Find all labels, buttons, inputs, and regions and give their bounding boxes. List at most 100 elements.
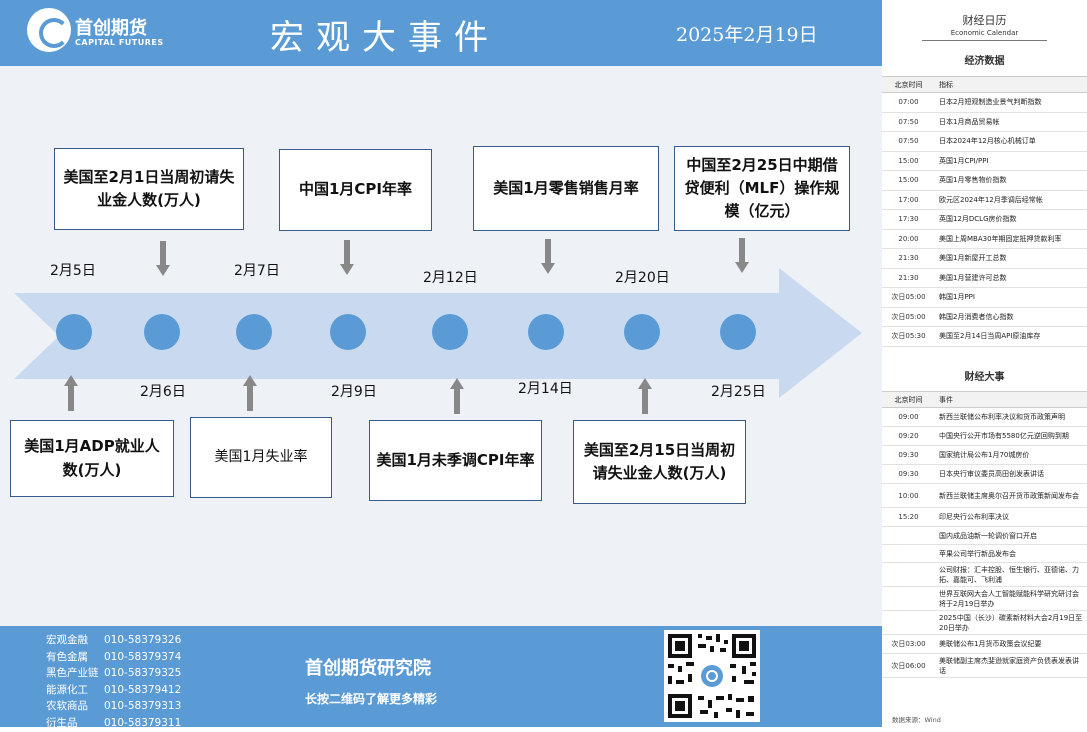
date-label: 2月20日 (615, 270, 670, 286)
page-title: 宏观大事件 (270, 18, 500, 58)
row-time (882, 526, 935, 545)
row-time: 09:00 (882, 407, 935, 427)
row-time (882, 586, 935, 611)
date-label: 2月12日 (423, 270, 478, 286)
col-header: 北京时间 (882, 76, 935, 93)
timeline-dot (56, 314, 92, 350)
qr-code-icon[interactable] (664, 630, 760, 722)
logo-subtext: CAPITAL FUTURES (75, 38, 164, 47)
event-card: 美国1月零售销售月率 (473, 146, 659, 231)
table-row: 国内成品油新一轮调价窗口开启 (882, 526, 1087, 545)
row-time: 15:20 (882, 507, 935, 527)
timeline-dot (144, 314, 180, 350)
section-title-data: 经济数据 (964, 56, 1005, 67)
header-bar: 首创期货 CAPITAL FUTURES 宏观大事件 2025年2月19日 (0, 0, 882, 66)
row-text: 印尼央行公布利率决议 (935, 507, 1087, 527)
date-label: 2月7日 (234, 263, 280, 279)
row-text: 新西兰联储公布利率决议和货币政策声明 (935, 407, 1087, 427)
row-time (882, 610, 935, 635)
arrow-down-icon (541, 239, 555, 274)
timeline-dot (330, 314, 366, 350)
table-row: 苹果公司举行新品发布会 (882, 544, 1087, 563)
row-time: 15:00 (882, 170, 935, 191)
main-panel: 首创期货 CAPITAL FUTURES 宏观大事件 2025年2月19日 2月… (0, 0, 882, 729)
arrow-up-icon (243, 375, 257, 411)
event-card: 美国1月失业率 (190, 417, 332, 498)
row-time (882, 562, 935, 587)
arrow-up-icon (638, 378, 652, 414)
row-text: 欧元区2024年12月季调后经常帐 (935, 190, 1087, 210)
row-time: 07:50 (882, 112, 935, 132)
row-text: 世界互联网大会人工智能赋能科学研究研讨会将于2月19日举办 (935, 586, 1087, 611)
row-text: 美国1月营建许可总数 (935, 268, 1087, 288)
row-time: 09:30 (882, 445, 935, 465)
row-time: 次日05:30 (882, 326, 935, 347)
row-text: 国家统计局公布1月70城房价 (935, 445, 1087, 465)
row-text: 美国至2月14日当周API原油库存 (935, 326, 1087, 347)
row-text: 英国1月零售物价指数 (935, 170, 1087, 191)
row-text: 2025中国（长沙）碳素新材料大会2月19日至20日举办 (935, 610, 1087, 635)
row-text: 英国1月CPI/PPI (935, 151, 1087, 171)
row-time: 次日03:00 (882, 634, 935, 654)
event-card: 中国至2月25日中期借贷便利（MLF）操作规模（亿元） (674, 146, 850, 231)
row-time: 17:30 (882, 209, 935, 230)
row-time: 07:50 (882, 131, 935, 152)
row-text: 韩国2月消费者信心指数 (935, 307, 1087, 327)
date-label: 2月14日 (518, 381, 573, 397)
arrow-up-icon (450, 378, 464, 414)
table-row: 2025中国（长沙）碳素新材料大会2月19日至20日举办 (882, 610, 1087, 635)
date-label: 2月25日 (711, 384, 766, 400)
table-row: 公司财报：汇丰控股、恒生银行、亚德诺、力拓、嘉能可、飞利浦 (882, 562, 1087, 587)
col-header: 事件 (935, 391, 1087, 408)
row-text: 美联储公布1月货币政策会议纪要 (935, 634, 1087, 654)
report-date: 2025年2月19日 (676, 24, 818, 46)
table-row: 世界互联网大会人工智能赋能科学研究研讨会将于2月19日举办 (882, 586, 1087, 611)
row-text: 英国12月DCLG房价指数 (935, 209, 1087, 230)
calendar-header: 财经日历 Economic Calendar (882, 0, 1087, 76)
date-label: 2月9日 (331, 384, 377, 400)
scan-hint: 长按二维码了解更多精彩 (305, 692, 438, 706)
timeline-dot (528, 314, 564, 350)
row-time: 20:00 (882, 229, 935, 249)
logo-icon (27, 8, 71, 52)
timeline-dot (432, 314, 468, 350)
row-time: 次日05:00 (882, 287, 935, 308)
row-time: 15:00 (882, 151, 935, 171)
event-card: 美国1月ADP就业人数(万人) (10, 420, 174, 497)
row-time: 10:00 (882, 483, 935, 508)
row-text: 日本1月商品贸易帐 (935, 112, 1087, 132)
row-time: 17:00 (882, 190, 935, 210)
institute-name: 首创期货研究院 (305, 658, 431, 679)
data-source: 数据来源：Wind (892, 716, 941, 724)
row-text: 苹果公司举行新品发布会 (935, 544, 1087, 563)
col-header: 指标 (935, 76, 1087, 93)
row-text: 日本2024年12月核心机械订单 (935, 131, 1087, 152)
row-text: 美国1月新屋开工总数 (935, 248, 1087, 269)
row-time: 09:30 (882, 464, 935, 484)
